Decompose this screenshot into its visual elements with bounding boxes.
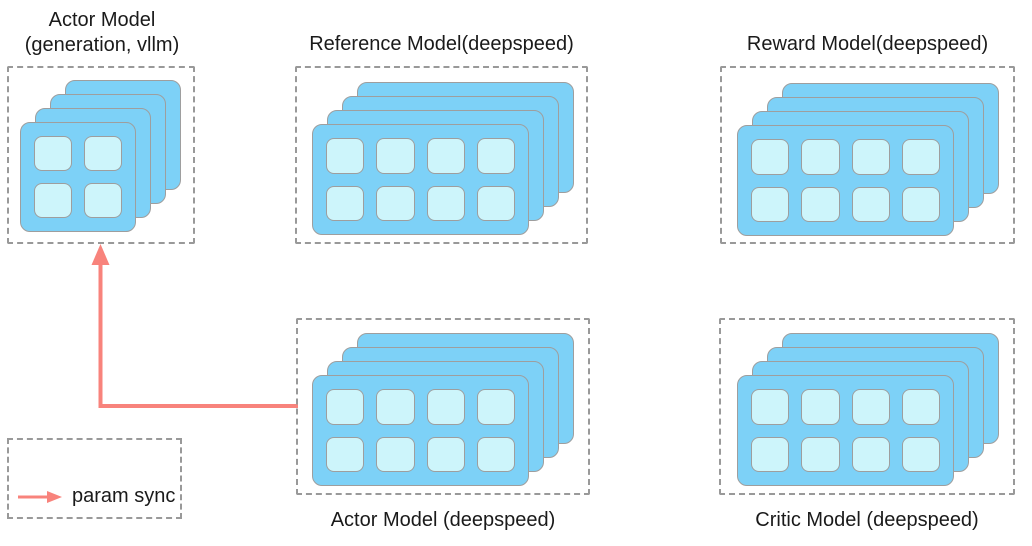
gpu-square	[476, 138, 515, 174]
gpu-square	[476, 389, 515, 425]
gpu-stack	[312, 333, 574, 486]
gpu-square	[376, 389, 415, 425]
model-box-actor-vllm	[7, 66, 195, 244]
gpu-square	[851, 389, 890, 425]
gpu-card	[312, 124, 529, 235]
model-title-line: Actor Model (deepspeed)	[330, 509, 556, 531]
model-title-critic: Critic Model (deepspeed)	[719, 508, 1015, 533]
gpu-square	[751, 436, 790, 472]
gpu-card	[737, 125, 954, 236]
model-title-line: Critic Model (deepspeed)	[755, 509, 979, 531]
gpu-square	[851, 139, 890, 175]
model-title-reward: Reward Model(deepspeed)	[720, 32, 1015, 57]
gpu-square	[34, 136, 72, 171]
model-box-actor-deepspeed	[296, 318, 590, 495]
gpu-square	[901, 436, 940, 472]
gpu-square	[326, 389, 365, 425]
gpu-square	[751, 139, 790, 175]
legend-box: param sync	[7, 438, 182, 519]
model-title-line: Reference Model(deepspeed)	[309, 33, 574, 55]
gpu-square	[751, 186, 790, 222]
gpu-stack	[312, 82, 574, 235]
gpu-square	[851, 436, 890, 472]
param-sync-legend-arrow-icon	[18, 490, 62, 503]
gpu-card	[312, 375, 529, 486]
gpu-square	[751, 389, 790, 425]
model-title-line: Actor Model	[48, 9, 156, 31]
legend-row: param sync	[17, 485, 175, 508]
gpu-square	[326, 185, 365, 221]
gpu-square	[476, 436, 515, 472]
gpu-square	[476, 185, 515, 221]
gpu-square	[801, 186, 840, 222]
gpu-square	[801, 389, 840, 425]
param-sync-arrow-line	[98, 262, 298, 408]
gpu-square	[426, 389, 465, 425]
model-box-critic	[719, 318, 1015, 495]
gpu-square	[376, 436, 415, 472]
gpu-square	[426, 185, 465, 221]
gpu-square	[326, 138, 365, 174]
gpu-stack	[20, 80, 181, 232]
model-title-line: (generation, vllm)	[24, 34, 180, 56]
param-sync-arrowhead-icon	[91, 244, 110, 265]
legend-label: param sync	[72, 485, 176, 507]
gpu-square	[901, 139, 940, 175]
gpu-square	[801, 139, 840, 175]
model-title-actor-vllm: Actor Model (generation, vllm)	[0, 8, 204, 58]
model-box-reward	[720, 66, 1015, 244]
gpu-stack	[737, 333, 999, 486]
model-title-actor-deepspeed: Actor Model (deepspeed)	[296, 508, 590, 533]
gpu-card	[737, 375, 954, 486]
gpu-square	[326, 436, 365, 472]
gpu-card	[20, 122, 136, 232]
gpu-square	[901, 186, 940, 222]
model-title-line: Reward Model(deepspeed)	[746, 33, 989, 55]
gpu-square	[426, 436, 465, 472]
gpu-square	[376, 185, 415, 221]
model-title-reference: Reference Model(deepspeed)	[295, 32, 588, 57]
gpu-square	[84, 136, 122, 171]
gpu-square	[376, 138, 415, 174]
model-box-reference	[295, 66, 588, 244]
gpu-square	[84, 183, 122, 218]
gpu-square	[34, 183, 72, 218]
gpu-square	[901, 389, 940, 425]
gpu-square	[851, 186, 890, 222]
gpu-square	[426, 138, 465, 174]
gpu-stack	[737, 83, 999, 236]
gpu-square	[801, 436, 840, 472]
